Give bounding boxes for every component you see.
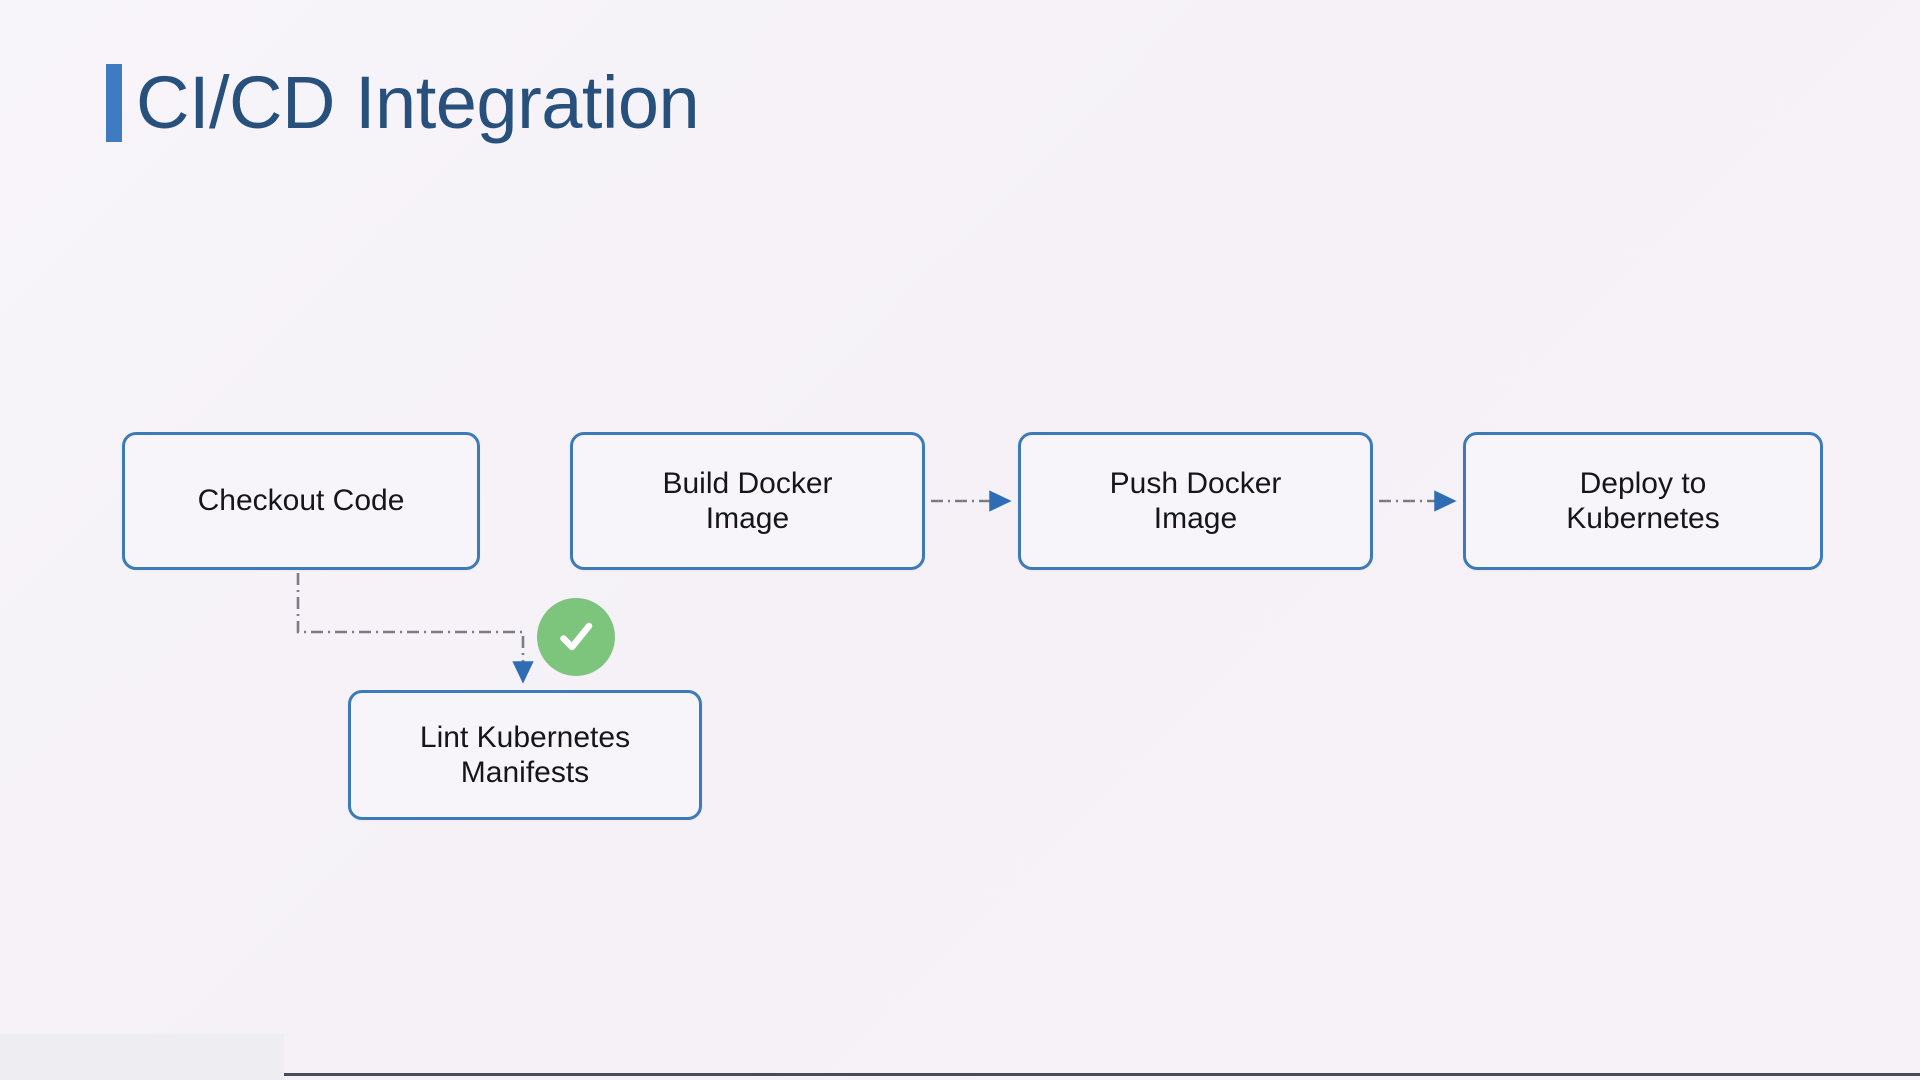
node-build-docker-image-label: Build Docker Image [662,466,833,535]
edge-checkout-to-lint [296,573,534,684]
node-deploy-to-kubernetes-label: Deploy to Kubernetes [1566,466,1720,535]
title-accent-bar [106,64,122,142]
node-lint-kubernetes-manifests[interactable]: Lint Kubernetes Manifests [348,690,702,820]
check-circle-icon [537,598,615,676]
node-checkout-code-label: Checkout Code [197,484,405,518]
page-title: CI/CD Integration [106,55,700,151]
node-checkout-code[interactable]: Checkout Code [122,432,480,570]
bottom-divider [284,1073,1920,1076]
node-deploy-to-kubernetes[interactable]: Deploy to Kubernetes [1463,432,1823,570]
bottom-left-panel [0,1034,284,1080]
node-build-docker-image[interactable]: Build Docker Image [570,432,925,570]
node-push-docker-image-label: Push Docker Image [1109,466,1282,535]
node-lint-kubernetes-manifests-label: Lint Kubernetes Manifests [419,720,631,789]
node-push-docker-image[interactable]: Push Docker Image [1018,432,1373,570]
title-label: CI/CD Integration [136,61,700,144]
